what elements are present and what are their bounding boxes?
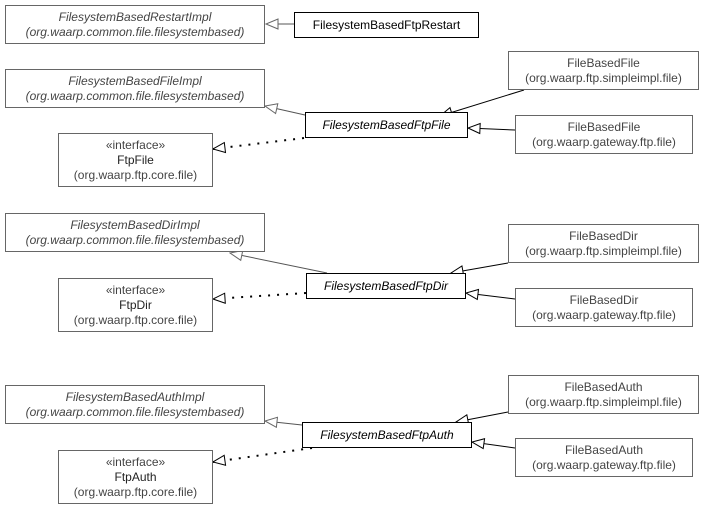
class-name: FilesystemBasedDirImpl [70,217,200,232]
class-name: FtpDir [119,297,152,312]
class-package: (org.waarp.ftp.core.file) [73,312,198,327]
class-name: FileBasedDir [569,292,639,307]
class-package: (org.waarp.common.file.filesystembased) [25,404,245,419]
edge-ftp-file-extends-file-impl [265,106,306,116]
class-filesystem-based-ftp-file[interactable]: FilesystemBasedFtpFile [305,112,468,138]
class-package: (org.waarp.common.file.filesystembased) [25,232,245,247]
class-name: FtpAuth [114,469,157,484]
class-file-based-dir-gateway[interactable]: FileBasedDir (org.waarp.gateway.ftp.file… [515,288,693,327]
class-package: (org.waarp.gateway.ftp.file) [532,134,676,149]
class-name: FileBasedFile [567,119,641,134]
class-name: FileBasedFile [567,55,640,70]
class-package: (org.waarp.common.file.filesystembased) [25,24,245,39]
class-package: (org.waarp.gateway.ftp.file) [532,307,676,322]
edge-ftp-dir-implements-ftpdir [213,292,307,299]
class-name: FtpFile [117,152,154,167]
edge-ftp-file-implements-ftpfile [213,137,305,149]
edge-dir-simple-extends-ftp-dir [451,262,509,273]
edge-ftp-auth-implements-ftpauth [213,447,313,462]
class-name: FileBasedAuth [564,379,643,394]
class-package: (org.waarp.ftp.simpleimpl.file) [525,243,682,258]
class-file-based-file-gateway[interactable]: FileBasedFile (org.waarp.gateway.ftp.fil… [515,115,693,154]
class-package: (org.waarp.common.file.filesystembased) [25,88,245,103]
class-package: (org.waarp.ftp.simpleimpl.file) [525,70,682,85]
edge-file-simple-extends-ftp-file [440,89,525,116]
class-filesystem-based-ftp-auth[interactable]: FilesystemBasedFtpAuth [302,422,472,448]
class-filesystem-based-ftp-dir[interactable]: FilesystemBasedFtpDir [306,273,466,299]
edge-ftp-auth-extends-auth-impl [265,421,303,425]
class-package: (org.waarp.ftp.core.file) [73,167,198,182]
edge-auth-gateway-extends-ftp-auth [472,442,516,448]
class-filesystem-based-file-impl[interactable]: FilesystemBasedFileImpl (org.waarp.commo… [5,69,265,108]
class-name: FilesystemBasedFtpFile [322,117,451,132]
class-file-based-dir-simpleimpl[interactable]: FileBasedDir (org.waarp.ftp.simpleimpl.f… [508,224,699,263]
edge-ftp-dir-extends-dir-impl [230,253,328,274]
class-filesystem-based-auth-impl[interactable]: FilesystemBasedAuthImpl (org.waarp.commo… [5,385,265,424]
class-name: FilesystemBasedRestartImpl [58,9,212,24]
interface-stereotype: «interface» [105,137,166,152]
class-name: FilesystemBasedFtpDir [323,278,449,293]
class-file-based-file-simpleimpl[interactable]: FileBasedFile (org.waarp.ftp.simpleimpl.… [508,51,699,90]
class-name: FilesystemBasedFileImpl [68,73,202,88]
class-file-based-auth-gateway[interactable]: FileBasedAuth (org.waarp.gateway.ftp.fil… [515,438,693,477]
interface-ftp-dir[interactable]: «interface» FtpDir (org.waarp.ftp.core.f… [58,278,213,332]
edge-file-gateway-extends-ftp-file [468,128,516,130]
class-package: (org.waarp.ftp.simpleimpl.file) [525,394,682,409]
class-name: FilesystemBasedFtpAuth [320,427,454,442]
interface-ftp-auth[interactable]: «interface» FtpAuth (org.waarp.ftp.core.… [58,450,213,504]
class-package: (org.waarp.ftp.core.file) [73,484,198,499]
edge-auth-simple-extends-ftp-auth [456,411,509,422]
class-filesystem-based-ftp-restart[interactable]: FilesystemBasedFtpRestart [294,12,479,38]
class-filesystem-based-restart-impl[interactable]: FilesystemBasedRestartImpl (org.waarp.co… [5,5,265,44]
class-name: FilesystemBasedFtpRestart [312,17,461,32]
class-name: FileBasedAuth [564,442,644,457]
class-name: FilesystemBasedAuthImpl [65,389,205,404]
class-name: FileBasedDir [569,228,638,243]
class-file-based-auth-simpleimpl[interactable]: FileBasedAuth (org.waarp.ftp.simpleimpl.… [508,375,699,414]
interface-ftp-file[interactable]: «interface» FtpFile (org.waarp.ftp.core.… [58,133,213,187]
class-package: (org.waarp.gateway.ftp.file) [532,457,676,472]
interface-stereotype: «interface» [105,282,166,297]
class-filesystem-based-dir-impl[interactable]: FilesystemBasedDirImpl (org.waarp.common… [5,213,265,252]
edge-dir-gateway-extends-ftp-dir [466,293,516,299]
interface-stereotype: «interface» [105,454,166,469]
